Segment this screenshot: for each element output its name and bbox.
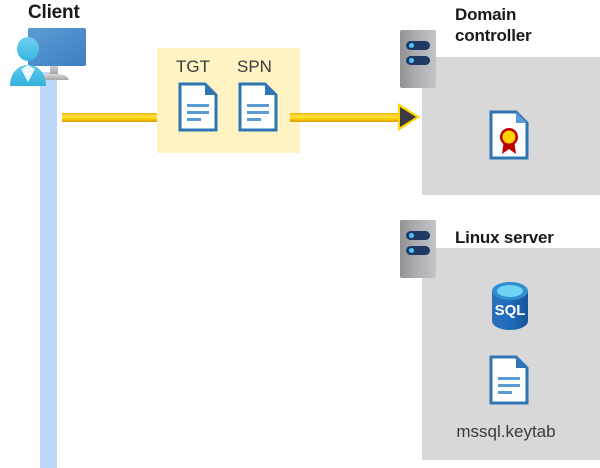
spn-label: SPN: [237, 57, 272, 76]
flow-arrow-segment-right: [290, 113, 406, 122]
domain-controller-label: Domain controller: [455, 4, 585, 46]
flow-arrow-segment-left: [62, 113, 158, 122]
keytab-document-icon: [489, 355, 529, 405]
svg-text:SQL: SQL: [495, 302, 526, 319]
keytab-filename-label: mssql.keytab: [456, 422, 556, 441]
client-label: Client: [28, 2, 80, 23]
domain-controller-label-line1: Domain: [455, 5, 517, 24]
certificate-document-icon: [489, 110, 529, 160]
sql-database-icon: SQL: [488, 282, 532, 330]
document-icon-tgt: [178, 82, 218, 132]
client-computer-user-icon: [6, 24, 104, 90]
document-icon-spn: [238, 82, 278, 132]
tgt-label: TGT: [176, 57, 210, 76]
linux-server-label: Linux server: [455, 228, 554, 247]
flow-arrow-head: [400, 107, 416, 127]
server-rack-icon-linux-server: [400, 220, 436, 278]
domain-controller-label-line2: controller: [455, 26, 532, 45]
server-rack-icon-domain-controller: [400, 30, 436, 88]
client-lifeline: [40, 72, 57, 468]
